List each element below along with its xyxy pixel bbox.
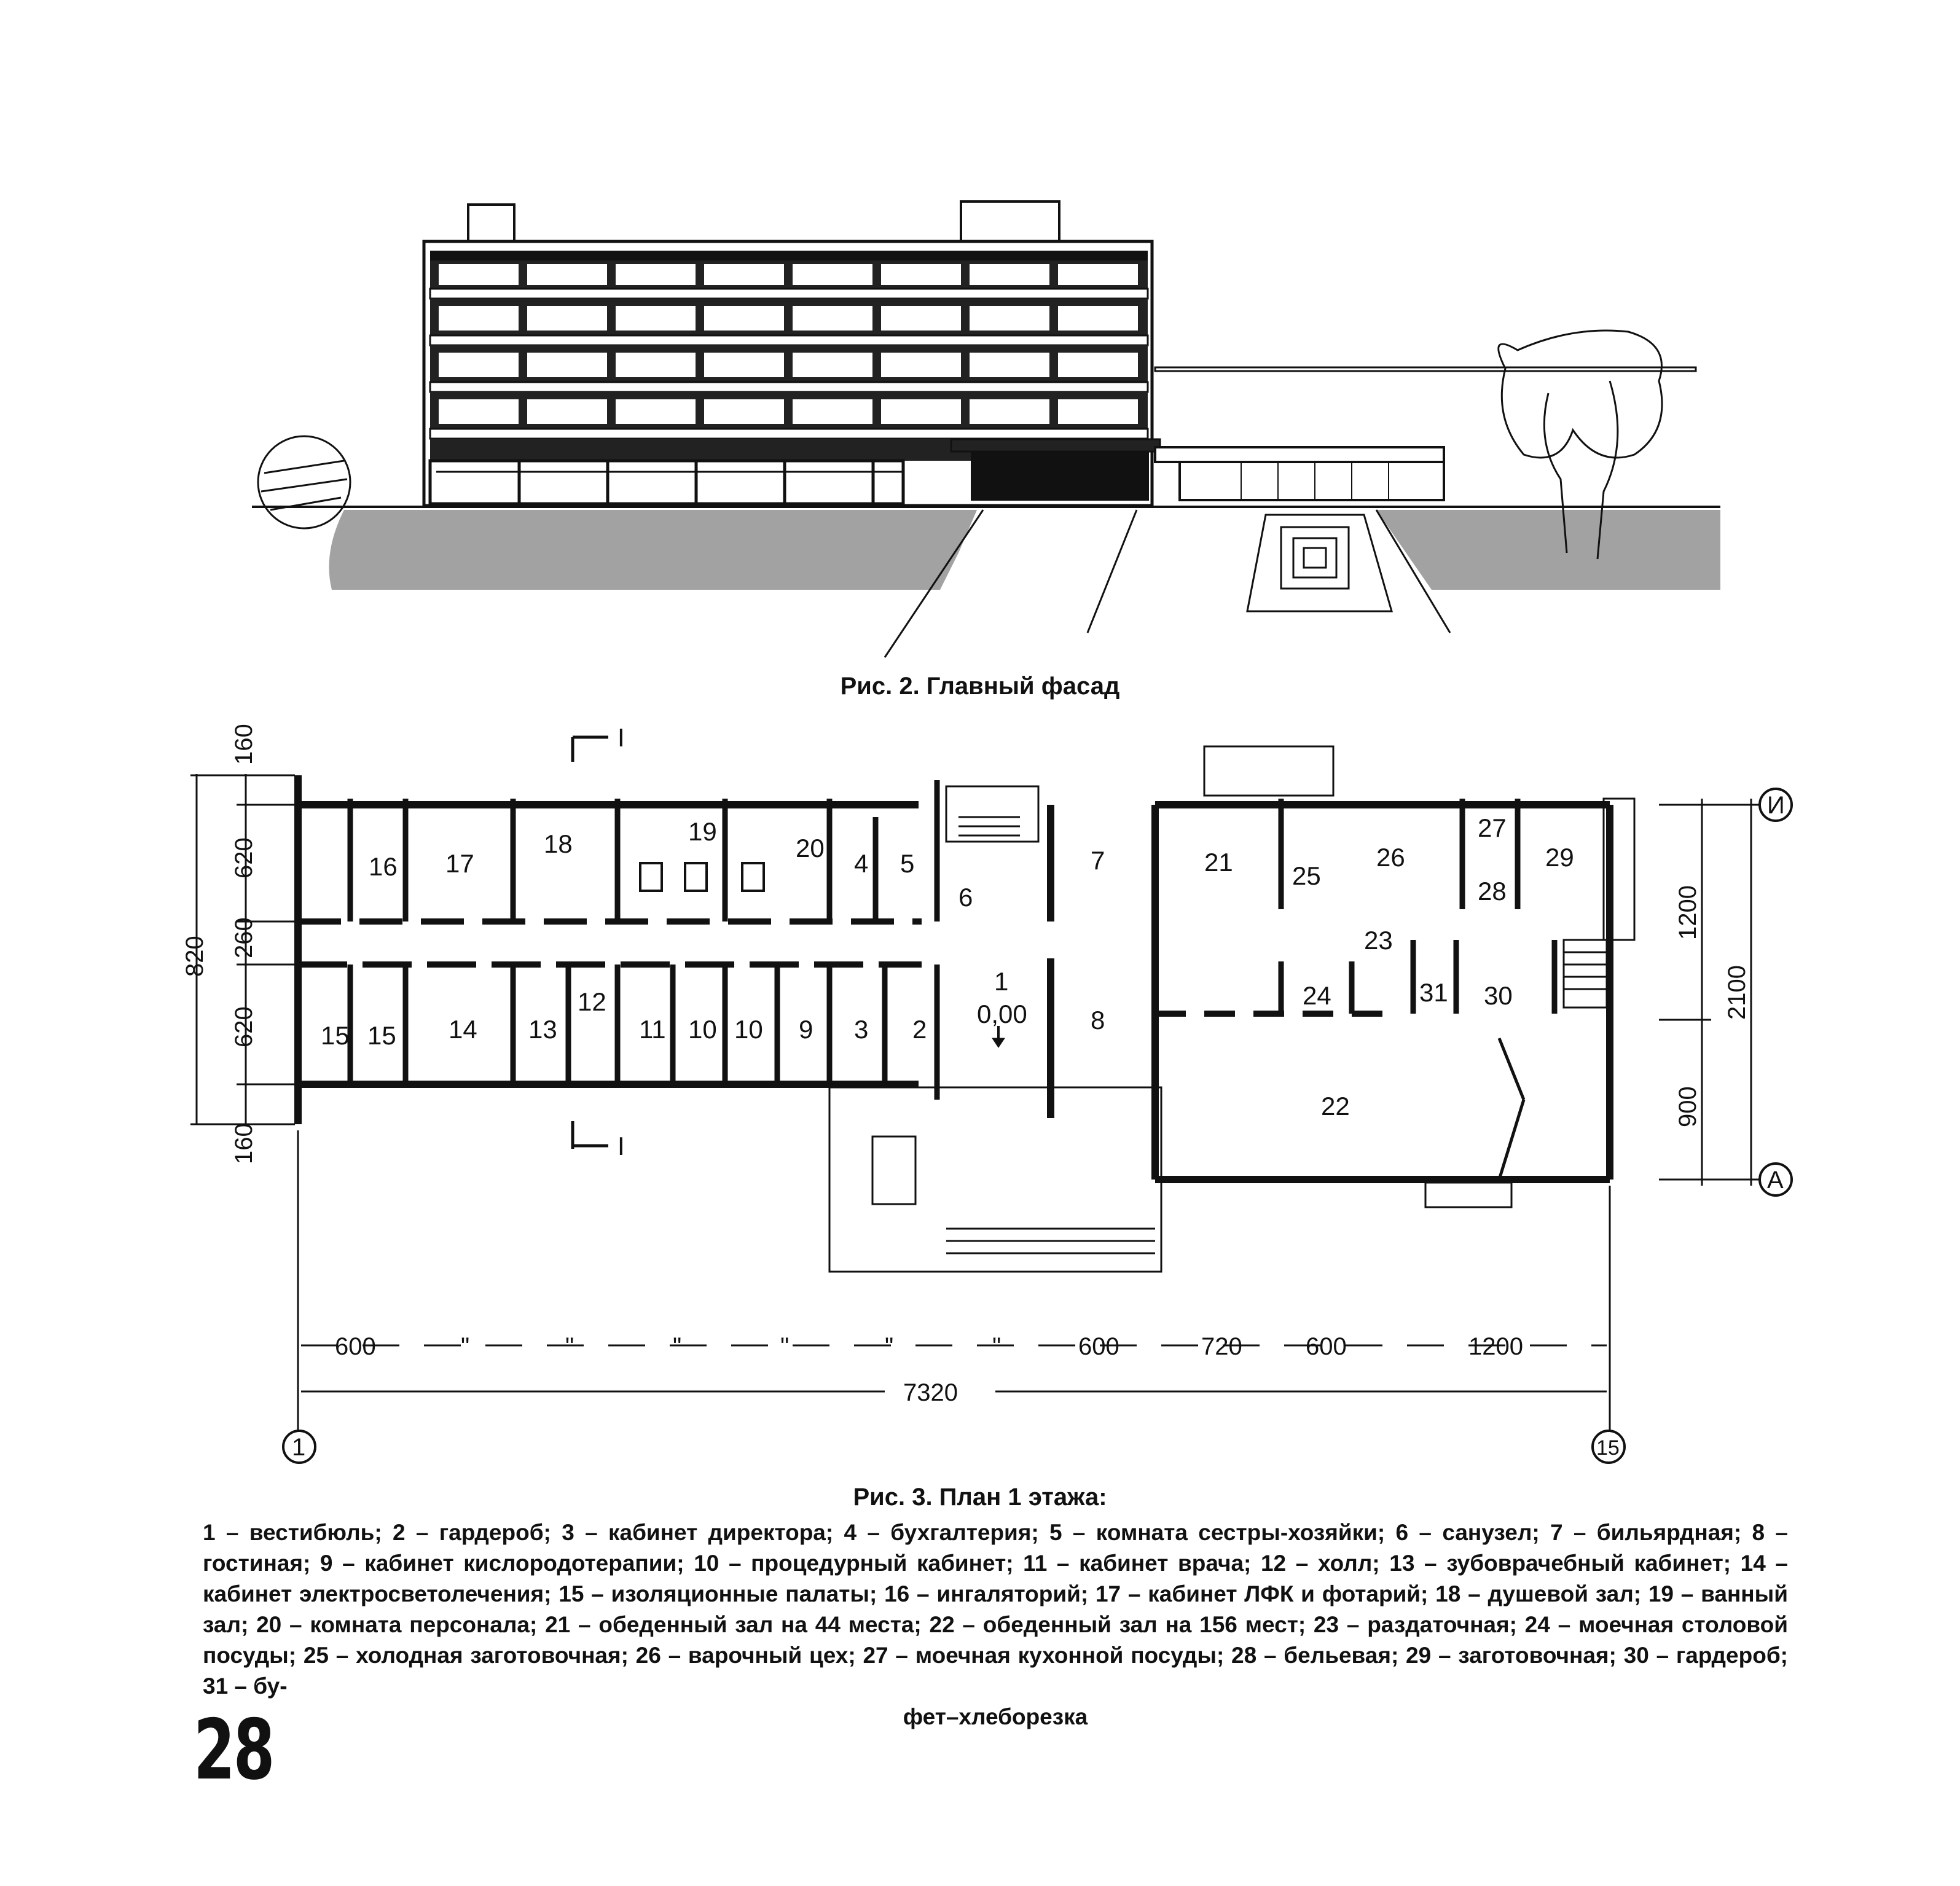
room-label-18: 18 [544, 829, 573, 858]
room-label-13: 13 [528, 1015, 557, 1044]
room-label-10b: 10 [688, 1015, 717, 1044]
south-steps [1424, 1181, 1513, 1208]
dim-600-right: 600 [1306, 1333, 1347, 1360]
dim-2100: 2100 [1723, 965, 1750, 1020]
room-label-31: 31 [1419, 978, 1448, 1007]
room-label-17: 17 [445, 849, 474, 878]
room-label-15b: 15 [367, 1021, 396, 1050]
room-label-26: 26 [1376, 843, 1405, 872]
axis-markers: 1 15 И А [282, 788, 1793, 1464]
page-number: 28 [194, 1702, 275, 1798]
fountain [1246, 514, 1393, 612]
legend-last-line: фет–хлеборезка [903, 1704, 1088, 1729]
room-label-7: 7 [1091, 846, 1105, 875]
section-label-top: I [617, 723, 625, 752]
room-labels: 1 2 3 4 5 6 7 8 9 10 10 11 12 13 14 15 1… [321, 723, 1574, 1160]
dim-1200: 1200 [1674, 885, 1701, 940]
facade-windows [439, 264, 1138, 424]
dimension-labels: 160 620 260 620 160 820 1200 900 2100 60… [181, 724, 1750, 1406]
room-label-15a: 15 [321, 1021, 350, 1050]
room-label-27: 27 [1478, 813, 1507, 842]
axis-1-label: 1 [292, 1434, 305, 1461]
axis-15-label: 15 [1596, 1436, 1620, 1460]
partitions [347, 780, 1558, 1100]
path-lines [884, 509, 1451, 658]
bathtubs [639, 862, 765, 892]
ditto-mark: " [885, 1333, 893, 1360]
dim-620-top: 620 [230, 837, 257, 878]
exterior-walls [294, 775, 1613, 1183]
figure-2-caption: Рис. 2. Главный фасад [840, 673, 1120, 700]
room-label-22: 22 [1321, 1092, 1350, 1121]
figure-3-legend: 1 – вестибюль; 2 – гардероб; 3 – кабинет… [203, 1517, 1788, 1732]
room-label-19: 19 [688, 817, 717, 846]
room-label-30: 30 [1484, 981, 1513, 1010]
tree-right [1497, 329, 1663, 560]
axis-A-label: А [1767, 1167, 1784, 1194]
room-label-21: 21 [1204, 848, 1233, 877]
entrance-canopy [950, 438, 1161, 453]
dim-600-left: 600 [335, 1333, 376, 1360]
dimension-lines [190, 774, 1760, 1431]
pavilion-roof [1154, 446, 1445, 463]
entrance-terrace [828, 1086, 1162, 1273]
east-ramp [1602, 797, 1636, 941]
room-label-14: 14 [449, 1015, 477, 1044]
dim-260: 260 [230, 917, 257, 958]
ditto-mark: " [673, 1333, 681, 1360]
room-label-20: 20 [796, 834, 825, 863]
room-label-28: 28 [1478, 877, 1507, 906]
rear-wall-line [1154, 366, 1697, 372]
room-label-16: 16 [369, 852, 398, 881]
ground-floor-arcade [428, 459, 905, 506]
stair-north [945, 785, 1040, 843]
facade-drawing [252, 200, 1720, 658]
dim-1200-bottom: 1200 [1468, 1333, 1523, 1360]
room-label-12: 12 [578, 987, 606, 1016]
ditto-mark: " [992, 1333, 1001, 1360]
axis-I-label: И [1767, 792, 1785, 819]
room-label-10a: 10 [734, 1015, 763, 1044]
room-label-6: 6 [958, 883, 973, 912]
corridor-walls [298, 918, 1401, 1017]
room-label-11: 11 [639, 1015, 666, 1044]
floor-plan [294, 735, 1636, 1273]
room-label-4: 4 [854, 849, 868, 878]
room-label-25: 25 [1292, 861, 1321, 890]
room-label-1: 1 [994, 967, 1008, 996]
tree-left [257, 435, 351, 530]
dim-820: 820 [181, 936, 208, 977]
figure-3-caption: Рис. 3. План 1 этажа: [853, 1484, 1107, 1511]
dim-900: 900 [1674, 1086, 1701, 1127]
room-label-9: 9 [799, 1015, 813, 1044]
room-label-24: 24 [1303, 981, 1331, 1010]
dim-720: 720 [1201, 1333, 1242, 1360]
stair-east [1562, 939, 1608, 1009]
north-porch [1203, 745, 1335, 797]
room-label-2: 2 [912, 1015, 927, 1044]
room-label-8: 8 [1091, 1006, 1105, 1035]
roof-box-right [960, 200, 1060, 243]
shrubbery [329, 510, 1720, 590]
dim-160-top: 160 [230, 724, 257, 765]
section-marks [571, 735, 608, 1149]
room-label-3: 3 [854, 1015, 868, 1044]
section-label-bottom: I [617, 1132, 625, 1160]
roof-box-left [467, 203, 515, 243]
level-mark: 0,00 [977, 1000, 1027, 1028]
room-label-29: 29 [1545, 843, 1574, 872]
dim-7320: 7320 [903, 1379, 958, 1406]
ditto-mark: " [780, 1333, 789, 1360]
pavilion [1178, 461, 1445, 501]
room-label-23: 23 [1364, 926, 1393, 955]
dim-620-bottom: 620 [230, 1006, 257, 1047]
dim-600-mid: 600 [1078, 1333, 1119, 1360]
ditto-mark: " [461, 1333, 469, 1360]
ditto-mark: " [565, 1333, 574, 1360]
legend-text: 1 – вестибюль; 2 – гардероб; 3 – кабинет… [203, 1520, 1788, 1699]
room-label-5: 5 [900, 849, 914, 878]
dim-160-bottom: 160 [230, 1123, 257, 1164]
